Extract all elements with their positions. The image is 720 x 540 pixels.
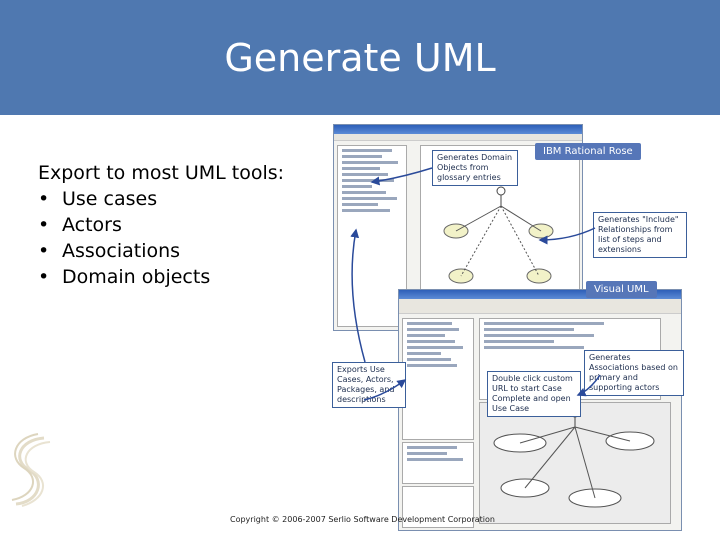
callout-include: Generates "Include" Relationships from l… — [593, 212, 687, 258]
model-tree — [337, 145, 407, 327]
diagram-canvas — [479, 402, 671, 524]
overview-pane — [402, 486, 474, 528]
callout-associations: Generates Associations based on primary … — [584, 350, 684, 396]
rational-rose-tag: IBM Rational Rose — [535, 143, 641, 160]
properties-pane — [402, 442, 474, 484]
bullet-intro: Export to most UML tools: — [38, 162, 285, 184]
bullet-list: Export to most UML tools: •Use cases •Ac… — [38, 160, 284, 290]
window-menubar — [334, 134, 582, 141]
use-case-diagram — [493, 408, 655, 508]
use-case-diagram — [443, 186, 554, 284]
callout-exports: Exports Use Cases, Actors, Packages, and… — [332, 362, 406, 408]
copyright-footer: Copyright © 2006-2007 Serlio Software De… — [230, 515, 495, 524]
title-bar — [0, 0, 720, 115]
window-titlebar — [334, 125, 582, 134]
slide-title: Generate UML — [224, 36, 496, 80]
window-titlebar — [399, 290, 681, 299]
serlio-logo — [11, 433, 51, 507]
visual-uml-tag: Visual UML — [586, 281, 657, 298]
model-tree — [402, 318, 474, 440]
bullet-item: •Associations — [38, 240, 181, 262]
bullet-item: •Actors — [38, 214, 122, 236]
bullet-item: •Use cases — [38, 188, 158, 210]
window-toolbar — [399, 299, 681, 314]
bullet-item: •Domain objects — [38, 266, 211, 288]
callout-domain: Generates Domain Objects from glossary e… — [432, 150, 518, 186]
